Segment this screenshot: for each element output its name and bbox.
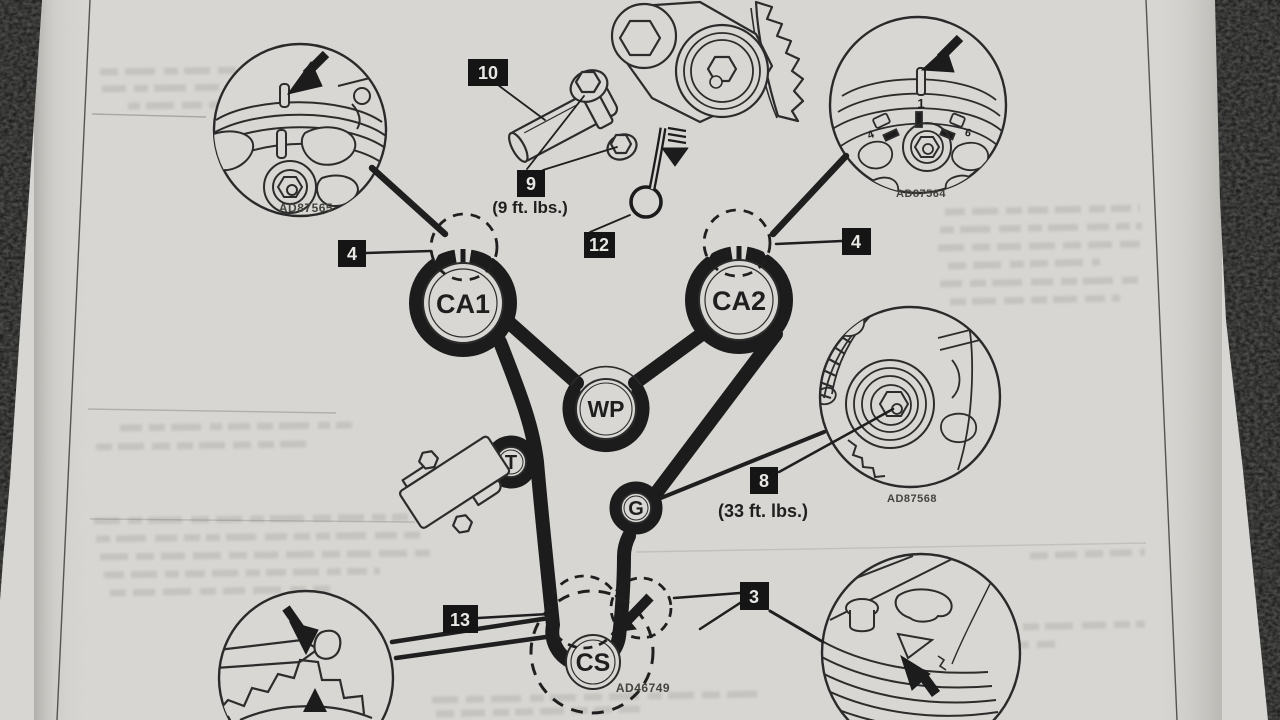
left-column-rule: [56, 0, 91, 720]
tensioner-nut-upper: [569, 69, 609, 103]
callout-boxes: 10 9 12 4 4 8 13 3: [338, 59, 871, 633]
callout-13: 13: [443, 605, 478, 633]
timing-mark-arrow: [900, 654, 941, 697]
callout-12: 12: [584, 232, 615, 258]
callout-4-right-number: 4: [851, 232, 861, 252]
callout-4-left-number: 4: [347, 244, 357, 264]
pulley-labels: CA1 CA2 WP T G CS: [436, 286, 766, 677]
inset-cam1-mark: AD87565: [212, 42, 388, 218]
printed-rules: [56, 0, 1178, 720]
callout-10-number: 10: [478, 63, 498, 83]
tensioner-assembly-drawing: [508, 0, 805, 219]
label-ca1: CA1: [436, 289, 490, 319]
callout-12-number: 12: [589, 235, 609, 255]
label-wp: WP: [587, 396, 624, 422]
callout-8-number: 8: [759, 471, 769, 491]
inset-code: AD87564: [896, 188, 946, 200]
tensioner-nut-lower: [606, 133, 638, 161]
inset-crank-sprocket-mark: [217, 589, 395, 720]
cam-timing-notches: [431, 242, 770, 265]
callout-13-number: 13: [450, 610, 470, 630]
callout-9: 9: [517, 170, 545, 197]
leader-lines: [364, 84, 895, 661]
callout-8: 8: [750, 467, 778, 494]
belt-pointer-arrow: [613, 593, 654, 633]
inset-guide-bolt: AD87568: [818, 305, 1002, 505]
timing-mark-arrow: [920, 34, 964, 73]
belt-around-guide: [609, 481, 663, 535]
tensioner-pulley: [674, 23, 770, 119]
mark-number-6: 6: [963, 126, 973, 139]
retaining-pin: [629, 127, 667, 219]
label-ca2: CA2: [712, 286, 766, 316]
callout-3: 3: [740, 582, 769, 610]
mark-number-4: 4: [866, 128, 877, 142]
timing-mark-arrow: [286, 50, 330, 95]
callout-3-number: 3: [749, 587, 759, 607]
cam-sprocket-teeth: [754, 0, 805, 123]
pulley-faces: [422, 259, 780, 690]
bleed-through-text: [93, 65, 1146, 718]
mark-number-1: 1: [917, 96, 924, 111]
timing-mark-arrow: [282, 605, 319, 656]
torque-33: (33 ft. lbs.): [718, 501, 808, 521]
dashed-timing-circles: [429, 208, 772, 715]
callout-10: 10: [468, 59, 508, 86]
label-g: G: [628, 498, 644, 520]
inset-code: AD87568: [887, 493, 937, 505]
torque-9: (9 ft. lbs.): [492, 198, 568, 217]
inset-code: AD87565: [279, 201, 333, 215]
push-direction-arrow: [661, 126, 689, 167]
torque-annotations: (9 ft. lbs.) (33 ft. lbs.): [492, 198, 808, 521]
callout-4-right: 4: [842, 228, 871, 255]
callout-4-left: 4: [338, 240, 366, 267]
inset-code-bottom: AD46749: [616, 681, 670, 695]
desk-surface-right: [1215, 0, 1280, 720]
inset-crank-pulley-notch: [820, 552, 1022, 720]
right-column-rule: [1145, 0, 1178, 720]
desk-surface-left: [0, 0, 42, 600]
callout-9-number: 9: [526, 174, 536, 194]
tensioner-mount-bracket: [399, 435, 511, 534]
label-cs: CS: [576, 649, 611, 677]
